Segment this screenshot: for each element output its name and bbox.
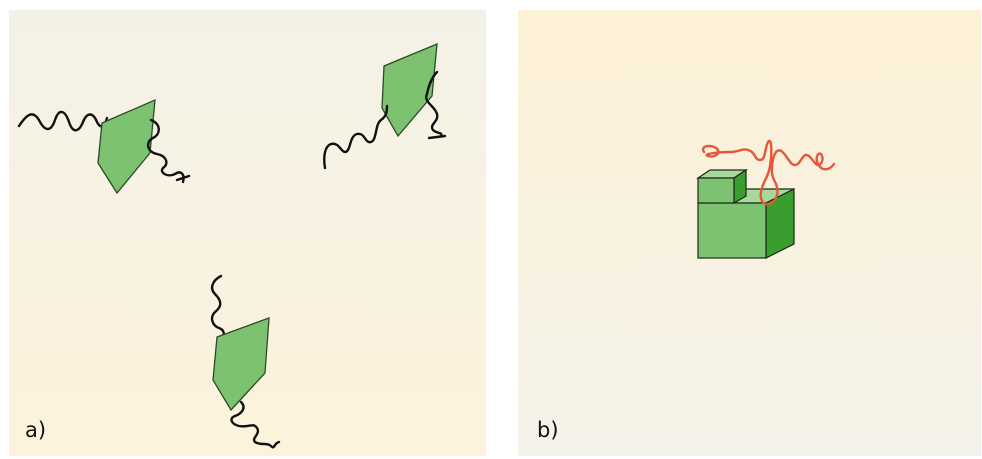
chain-3-top xyxy=(210,274,225,342)
panel-a: a) xyxy=(9,10,486,456)
panel-label-a: a) xyxy=(25,418,47,442)
chain-1-left xyxy=(17,110,109,132)
panel-a-illustration xyxy=(17,42,447,449)
protein-shape-2 xyxy=(381,42,438,138)
protein-shape-3 xyxy=(212,317,270,412)
large-block-front xyxy=(697,202,767,259)
chain-2-right xyxy=(425,92,443,138)
small-block-front xyxy=(697,177,735,204)
panel-b-illustration xyxy=(696,139,836,259)
protein-shape-1 xyxy=(97,98,156,195)
panel-label-b: b) xyxy=(537,418,559,442)
chain-2-top xyxy=(425,70,439,96)
chain-3-bottom xyxy=(230,400,281,449)
bound-chain xyxy=(701,139,836,206)
protein-fragment-3 xyxy=(210,274,281,449)
chain-1-right xyxy=(146,118,185,184)
panel-b: b) xyxy=(518,10,981,456)
chain-2-left xyxy=(323,104,389,170)
protein-fragment-1 xyxy=(17,98,191,195)
bound-complex xyxy=(696,139,836,259)
protein-fragment-2 xyxy=(323,42,447,170)
